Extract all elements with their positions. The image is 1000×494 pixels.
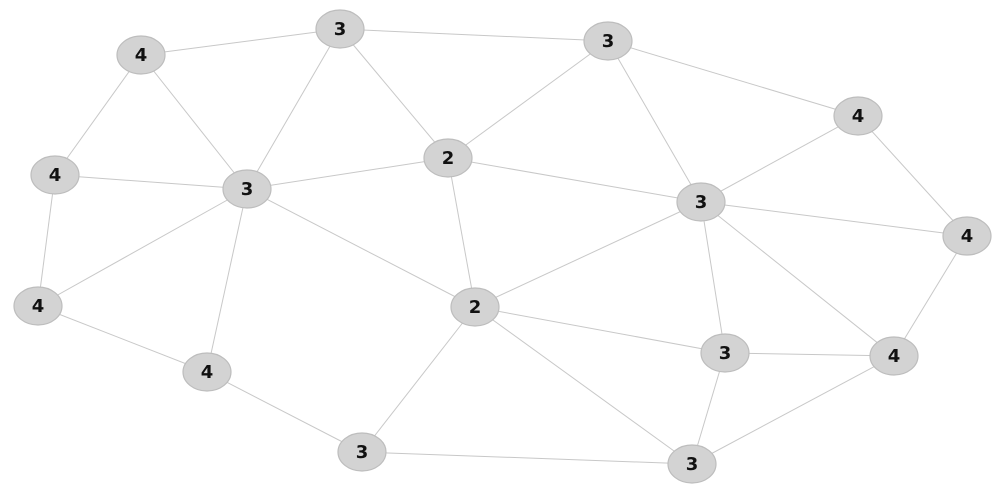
edge-n2-n5 bbox=[339, 28, 449, 159]
graph-node-n1: 4 bbox=[116, 35, 166, 75]
node-label: 3 bbox=[356, 442, 369, 463]
edge-n11-n16 bbox=[474, 306, 693, 465]
node-label: 4 bbox=[888, 346, 901, 367]
node-label: 4 bbox=[201, 362, 214, 383]
node-ellipse bbox=[315, 9, 365, 49]
edge-n15-n16 bbox=[361, 451, 693, 465]
node-ellipse bbox=[583, 21, 633, 61]
node-ellipse bbox=[116, 35, 166, 75]
edge-n1-n6 bbox=[54, 54, 142, 176]
edge-n1-n2 bbox=[140, 28, 341, 56]
edge-n7-n11 bbox=[246, 188, 476, 308]
edge-n11-n12 bbox=[474, 306, 726, 354]
edge-n14-n16 bbox=[691, 355, 895, 465]
node-label: 4 bbox=[49, 165, 62, 186]
edge-n5-n11 bbox=[447, 157, 476, 308]
edge-n6-n10 bbox=[37, 174, 56, 307]
graph-node-n2: 3 bbox=[315, 9, 365, 49]
node-label: 3 bbox=[602, 31, 615, 52]
edge-n4-n9 bbox=[857, 115, 968, 237]
graph-node-n8: 3 bbox=[676, 182, 726, 222]
node-ellipse bbox=[700, 333, 750, 373]
node-label: 4 bbox=[32, 296, 45, 317]
node-label: 3 bbox=[719, 343, 732, 364]
edge-n5-n8 bbox=[447, 157, 702, 203]
node-ellipse bbox=[13, 286, 63, 326]
edge-n7-n5 bbox=[246, 157, 449, 190]
edge-n3-n4 bbox=[607, 40, 859, 117]
graph-node-n12: 3 bbox=[700, 333, 750, 373]
edge-n7-n10 bbox=[37, 188, 248, 307]
node-ellipse bbox=[450, 287, 500, 327]
node-ellipse bbox=[423, 138, 473, 178]
edges-layer bbox=[37, 28, 968, 465]
edge-n4-n8 bbox=[700, 115, 859, 203]
graph-node-n4: 4 bbox=[833, 96, 883, 136]
edge-n8-n11 bbox=[474, 201, 702, 308]
graph-node-n15: 3 bbox=[337, 432, 387, 472]
nodes-layer: 4 3 3 4 2 4 3 3 4 4 2 3 4 4 3 3 bbox=[13, 9, 992, 484]
node-ellipse bbox=[182, 352, 232, 392]
node-label: 3 bbox=[334, 19, 347, 40]
edge-n9-n14 bbox=[893, 235, 968, 357]
edge-n1-n7 bbox=[140, 54, 248, 190]
graph-node-n13: 4 bbox=[182, 352, 232, 392]
node-ellipse bbox=[337, 432, 387, 472]
node-label: 4 bbox=[961, 226, 974, 247]
node-label: 3 bbox=[695, 192, 708, 213]
node-ellipse bbox=[222, 169, 272, 209]
edge-n7-n13 bbox=[206, 188, 248, 373]
graph-node-n3: 3 bbox=[583, 21, 633, 61]
graph-node-n14: 4 bbox=[869, 336, 919, 376]
node-label: 2 bbox=[469, 297, 482, 318]
edge-n8-n14 bbox=[700, 201, 895, 357]
node-label: 3 bbox=[241, 179, 254, 200]
edge-n10-n13 bbox=[37, 305, 208, 373]
node-ellipse bbox=[667, 444, 717, 484]
node-label: 4 bbox=[135, 45, 148, 66]
edge-n2-n7 bbox=[246, 28, 341, 190]
node-label: 4 bbox=[852, 106, 865, 127]
node-ellipse bbox=[833, 96, 883, 136]
edge-n6-n7 bbox=[54, 174, 248, 190]
graph-node-n10: 4 bbox=[13, 286, 63, 326]
node-ellipse bbox=[676, 182, 726, 222]
node-ellipse bbox=[942, 216, 992, 256]
edge-n2-n3 bbox=[339, 28, 609, 42]
edge-n8-n9 bbox=[700, 201, 968, 237]
edge-n13-n15 bbox=[206, 371, 363, 453]
edge-n11-n15 bbox=[361, 306, 476, 453]
graph-node-n16: 3 bbox=[667, 444, 717, 484]
node-ellipse bbox=[30, 155, 80, 195]
node-label: 2 bbox=[442, 148, 455, 169]
graph-node-n11: 2 bbox=[450, 287, 500, 327]
node-label: 3 bbox=[686, 454, 699, 475]
edge-n3-n8 bbox=[607, 40, 702, 203]
graph-node-n7: 3 bbox=[222, 169, 272, 209]
edge-n12-n14 bbox=[724, 352, 895, 357]
graph-node-n9: 4 bbox=[942, 216, 992, 256]
graph-node-n6: 4 bbox=[30, 155, 80, 195]
edge-n3-n5 bbox=[447, 40, 609, 159]
graph-node-n5: 2 bbox=[423, 138, 473, 178]
node-ellipse bbox=[869, 336, 919, 376]
edge-n8-n12 bbox=[700, 201, 726, 354]
